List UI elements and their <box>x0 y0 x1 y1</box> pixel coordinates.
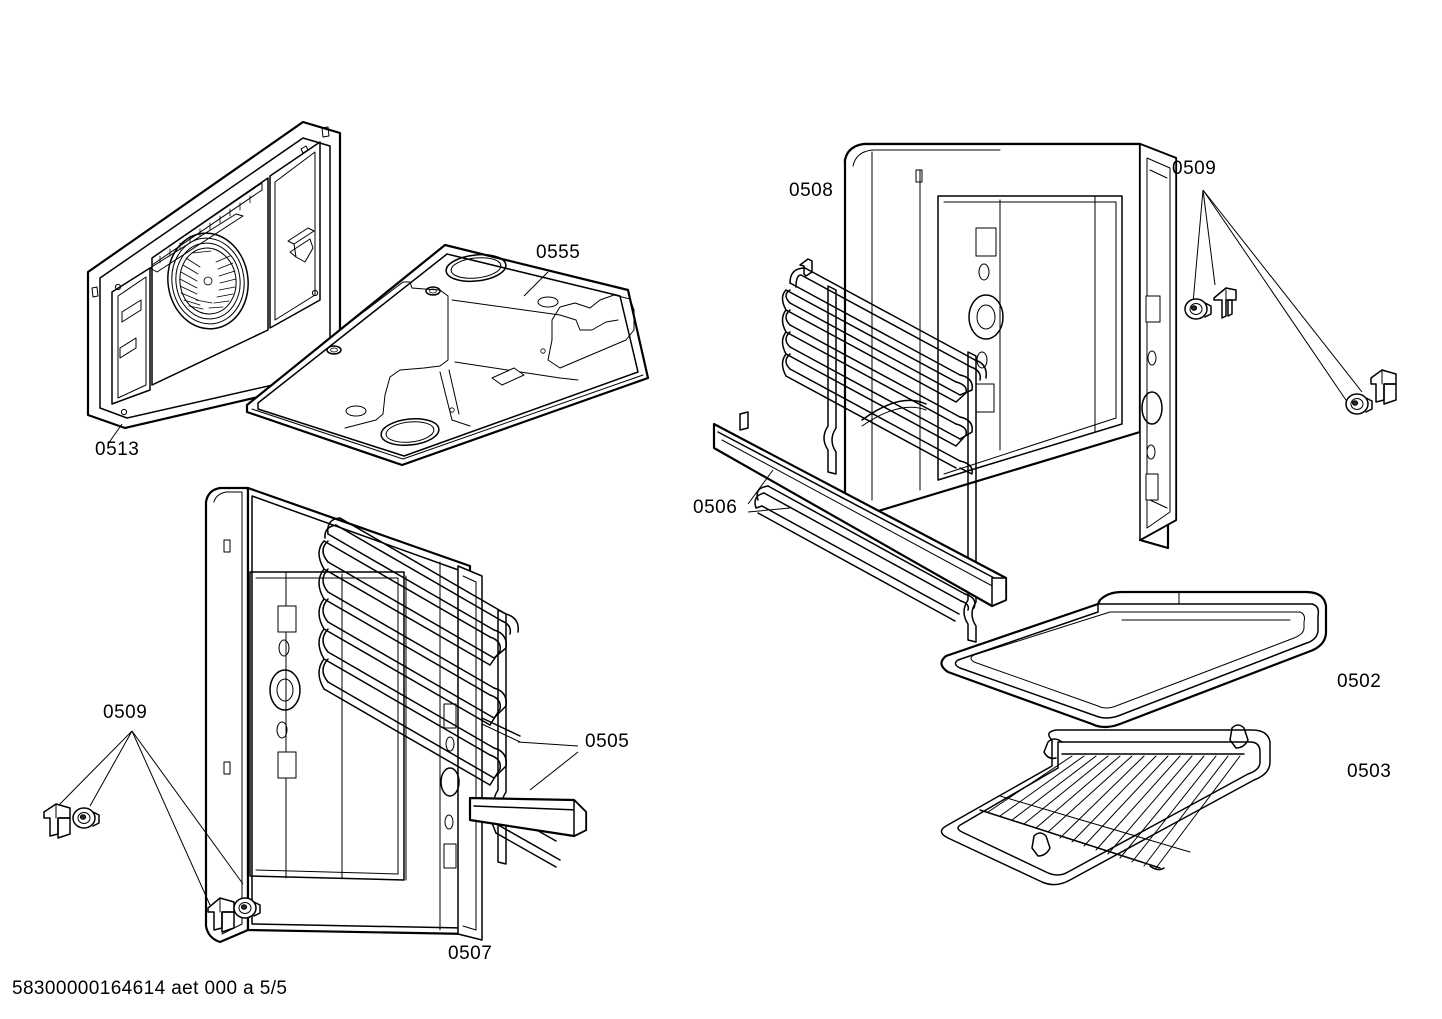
part-0508-side-liner: 0508 <box>789 142 1178 550</box>
part-label-0505: 0505 <box>585 731 629 752</box>
part-label-0509-right: 0509 <box>1172 158 1216 179</box>
part-0503-wire-grid: 0503 <box>940 724 1391 886</box>
part-0507-side-liner: 0507 <box>204 486 492 964</box>
fan-grille-icon <box>167 232 249 330</box>
drawing-footer-text: 58300000164614 aet 000 a 5/5 <box>12 978 288 999</box>
part-label-0555: 0555 <box>536 242 580 263</box>
part-label-0506: 0506 <box>693 497 737 518</box>
bracket-clip-icon <box>1213 287 1237 319</box>
bracket-clip-icon <box>207 897 235 933</box>
screw-knob-icon <box>233 897 261 919</box>
part-0513-rear-panel: 0513 <box>86 120 342 460</box>
bracket-clip-icon <box>43 803 71 839</box>
part-0509-clips-left: 0509 <box>43 702 261 933</box>
part-0502-baking-tray: 0502 <box>940 590 1381 729</box>
bracket-clip-icon <box>1370 369 1397 405</box>
part-label-0503: 0503 <box>1347 761 1391 782</box>
screw-knob-icon <box>72 807 100 829</box>
screw-knob-icon <box>1184 298 1212 320</box>
part-0555-top-cover: 0555 <box>245 242 650 467</box>
part-label-0509-left: 0509 <box>103 702 147 723</box>
part-0509-clips-right: 0509 <box>1172 158 1397 415</box>
part-label-0508: 0508 <box>789 180 833 201</box>
part-0505-heating-element: 0505 <box>318 517 629 868</box>
part-label-0513: 0513 <box>95 439 139 460</box>
part-label-0502: 0502 <box>1337 671 1381 692</box>
screw-knob-icon <box>1345 393 1373 415</box>
part-label-0507: 0507 <box>448 943 492 964</box>
part-0506-heating-element: 0506 <box>693 258 1008 643</box>
